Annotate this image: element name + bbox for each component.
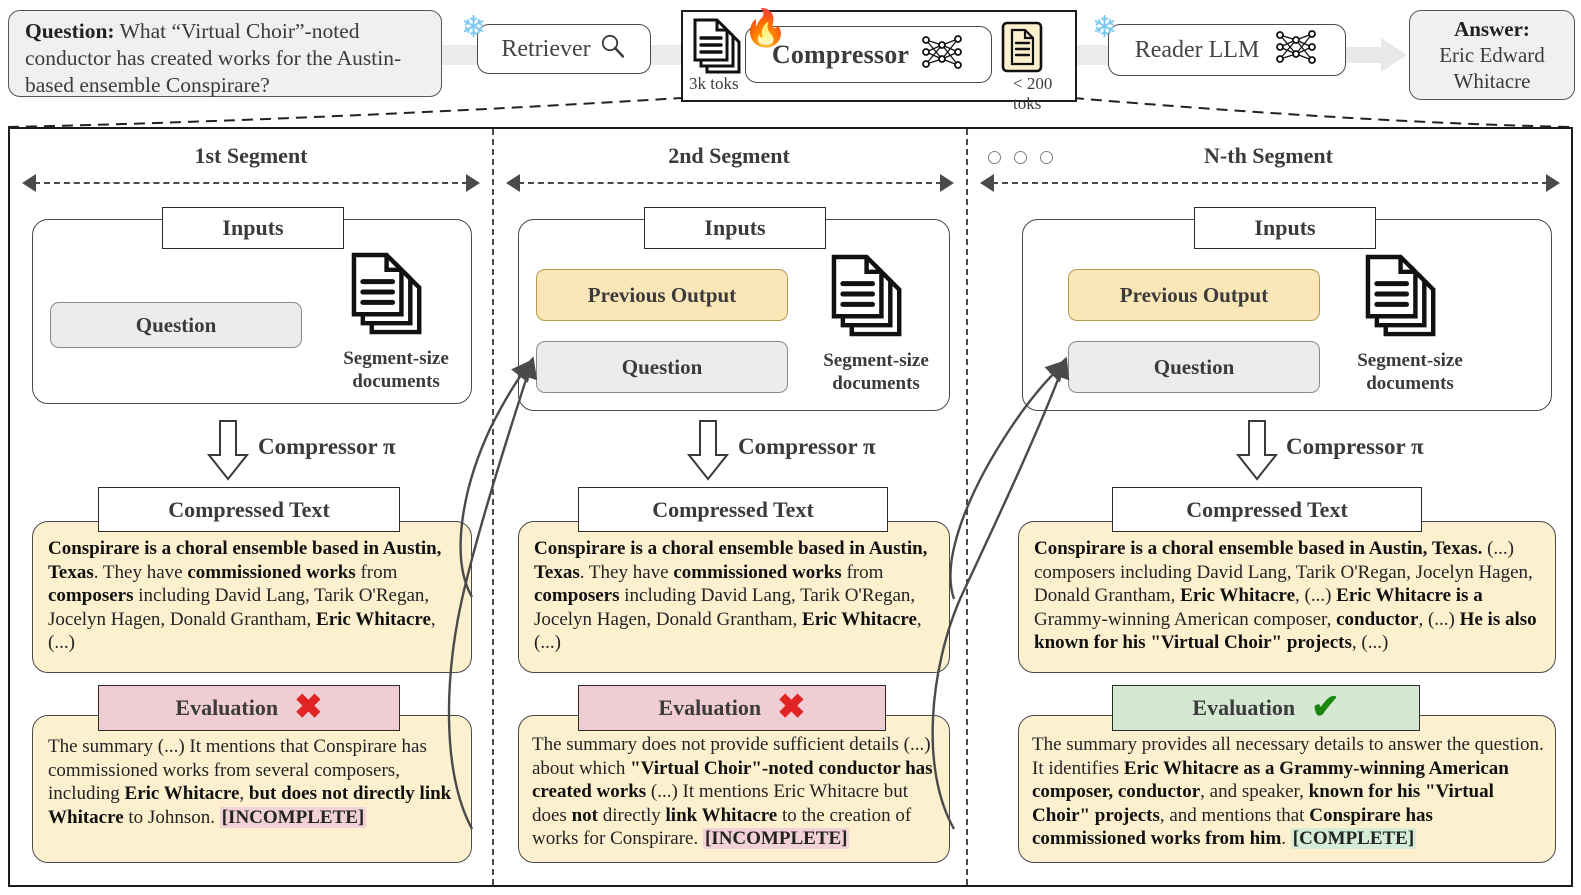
compressor-step-label: Compressor π xyxy=(258,434,396,459)
evaluation-label: Evaluation ✖ xyxy=(578,685,886,731)
documents-label: Segment-size documents xyxy=(1330,349,1490,395)
segment-span-arrow xyxy=(980,174,1560,192)
snowflake-icon: ❄ xyxy=(1092,11,1118,44)
evaluation-card xyxy=(32,715,472,863)
inputs-label: Inputs xyxy=(644,207,826,249)
compressor-step-label: Compressor π xyxy=(738,434,876,459)
output-token-count: < 200 toks xyxy=(1013,74,1053,113)
answer-label: Answer: xyxy=(1454,17,1530,41)
evaluation-label-text: Evaluation xyxy=(1192,695,1296,720)
segment-span-arrow xyxy=(22,174,480,192)
retriever-label: Retriever xyxy=(501,35,591,62)
question-pill: Question xyxy=(536,341,788,393)
previous-output-pill: Previous Output xyxy=(1068,269,1320,321)
evaluation-label: Evaluation ✔ xyxy=(1112,685,1420,731)
segment-n: N-th Segment Inputs Previous Output Ques… xyxy=(966,129,1571,885)
compressed-text-label: Compressed Text xyxy=(578,487,888,532)
neural-net-icon xyxy=(919,32,965,77)
magnifier-icon xyxy=(599,32,627,67)
snowflake-icon: ❄ xyxy=(461,11,487,44)
compressed-text-label: Compressed Text xyxy=(1112,487,1422,532)
pipeline-flow-arrow xyxy=(1341,38,1411,72)
documents-label: Segment-size documents xyxy=(796,349,956,395)
inputs-label: Inputs xyxy=(162,207,344,249)
compressor-step-arrow xyxy=(685,419,731,481)
documents-label-line2: documents xyxy=(1366,373,1454,394)
neural-net-icon xyxy=(1273,27,1319,74)
fire-icon: 🔥 xyxy=(743,8,788,48)
documents-label: Segment-size documents xyxy=(316,347,476,393)
inputs-label: Inputs xyxy=(1194,207,1376,249)
previous-output-pill: Previous Output xyxy=(536,269,788,321)
segment-title: 2nd Segment xyxy=(668,143,790,168)
question-pill: Question xyxy=(1068,341,1320,393)
ellipsis-dots xyxy=(988,151,1053,164)
document-stack-icon xyxy=(348,252,440,343)
question-text: What “Virtual Choir”-noted conductor has… xyxy=(25,19,402,97)
compressor-step-arrow xyxy=(1234,419,1280,481)
compressed-text-card xyxy=(32,521,472,673)
segment-title: 1st Segment xyxy=(194,143,308,168)
evaluation-card xyxy=(1018,715,1556,863)
documents-label-line1: Segment-size xyxy=(823,350,929,371)
documents-label-line1: Segment-size xyxy=(343,348,449,369)
answer-value-line1: Eric Edward xyxy=(1439,43,1545,67)
segments-panel: 1st Segment Inputs Question xyxy=(8,127,1573,887)
compressed-text-body: Conspirare is a choral ensemble based in… xyxy=(534,538,928,653)
evaluation-label: Evaluation ✖ xyxy=(98,685,400,731)
question-pill: Question xyxy=(50,302,302,348)
compressor-step-arrow xyxy=(205,419,251,481)
reader-llm-box[interactable]: Reader LLM xyxy=(1108,24,1346,76)
cross-icon: ✖ xyxy=(777,689,806,726)
document-stack-icon xyxy=(1362,254,1454,345)
compressor-box[interactable]: Compressor xyxy=(745,26,992,83)
segment-title: N-th Segment xyxy=(1204,143,1333,168)
evaluation-body: The summary does not provide sufficient … xyxy=(532,734,933,849)
compressed-text-body: Conspirare is a choral ensemble based in… xyxy=(48,538,442,653)
document-stack-icon xyxy=(828,254,920,345)
pipeline-row: Question: What “Virtual Choir”-noted con… xyxy=(0,0,1581,113)
cross-icon: ✖ xyxy=(294,689,323,726)
compressor-step-label: Compressor π xyxy=(1286,434,1424,459)
compressed-text-body: Conspirare is a choral ensemble based in… xyxy=(1034,538,1537,653)
reader-llm-label: Reader LLM xyxy=(1134,36,1260,63)
evaluation-body: The summary (...) It mentions that Consp… xyxy=(48,736,452,828)
input-token-count: 3k toks xyxy=(689,74,739,93)
segment-span-arrow xyxy=(506,174,954,192)
answer-box: Answer: Eric Edward Whitacre xyxy=(1409,10,1575,100)
compressed-document-icon xyxy=(1001,21,1043,78)
documents-label-line1: Segment-size xyxy=(1357,350,1463,371)
check-icon: ✔ xyxy=(1311,689,1340,726)
question-label: Question: xyxy=(25,19,115,43)
compressed-text-card xyxy=(518,521,950,673)
retriever-box[interactable]: Retriever xyxy=(477,24,651,74)
evaluation-label-text: Evaluation xyxy=(658,695,762,720)
question-box: Question: What “Virtual Choir”-noted con… xyxy=(8,10,442,97)
compressor-module: 3k toks 🔥 Compressor xyxy=(681,8,1077,113)
documents-label-line2: documents xyxy=(352,371,440,392)
evaluation-label-text: Evaluation xyxy=(175,695,279,720)
segment-1: 1st Segment Inputs Question xyxy=(10,129,492,885)
compressed-text-label: Compressed Text xyxy=(98,487,400,532)
documents-label-line2: documents xyxy=(832,373,920,394)
evaluation-body: The summary provides all necessary detai… xyxy=(1032,734,1544,849)
document-stack-icon xyxy=(691,18,753,81)
compressor-label: Compressor xyxy=(771,39,910,69)
compressed-text-card xyxy=(1018,521,1556,673)
answer-value-line2: Whitacre xyxy=(1453,69,1531,93)
segment-2: 2nd Segment Inputs Previous Output Quest… xyxy=(492,129,966,885)
